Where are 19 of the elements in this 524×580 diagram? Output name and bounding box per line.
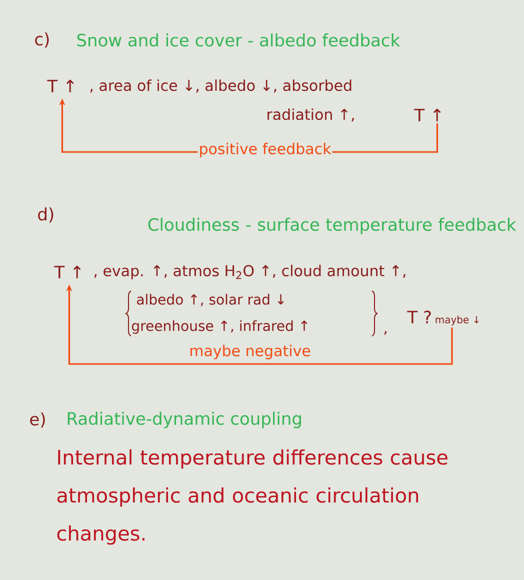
note-text: Internal temperature differences cause atmospheric and oceanic circulation changes. — [57, 449, 448, 545]
note-text: , — [384, 331, 387, 335]
note-text: , evap. ↑, atmos H$_{2}$O ↑, cloud amount ↑, — [94, 264, 406, 280]
note-text: , area of ice ↓, albedo ↓, absorbed — [90, 79, 352, 93]
term: T ↑ — [414, 108, 441, 122]
note-text: greenhouse ↑, infrared ↑ — [132, 320, 308, 334]
edge-label: positive feedback — [198, 142, 332, 158]
note-text: radiation ↑, — [268, 108, 354, 122]
term: T ↑ — [47, 80, 74, 92]
section-heading: Snow and ice cover - albedo feedback — [77, 33, 400, 47]
section-letter: c) — [35, 32, 49, 48]
edge-label: maybe negative — [188, 344, 312, 360]
term: T ↑ — [54, 266, 81, 278]
section-letter: d) — [38, 207, 54, 223]
note-text: albedo ↑, solar rad ↓ — [137, 294, 284, 306]
section-letter: e) — [30, 412, 45, 428]
term: T ? maybe ↓ — [407, 310, 479, 326]
section-heading: Cloudiness - surface temperature feedback — [148, 218, 516, 234]
section-heading: Radiative-dynamic coupling — [68, 412, 301, 428]
